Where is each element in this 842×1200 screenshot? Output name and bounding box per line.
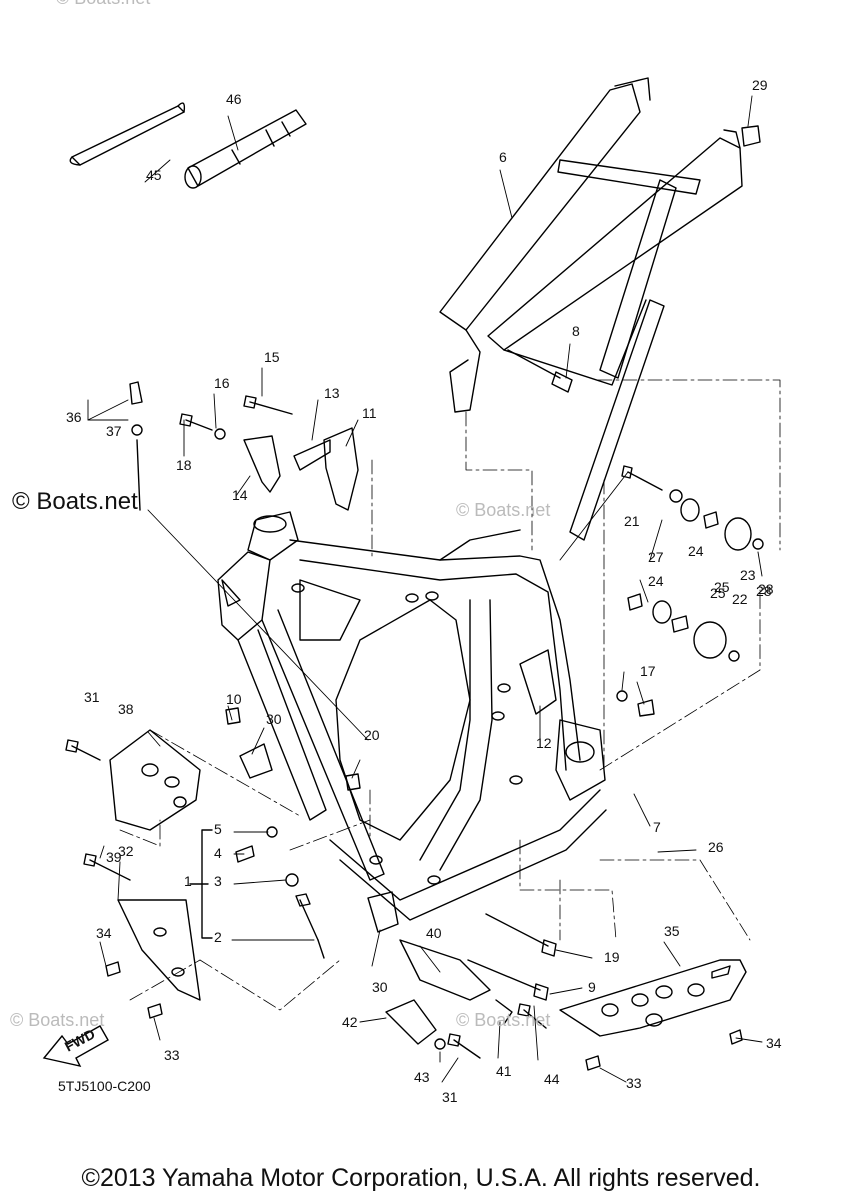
callout-28: 28 — [758, 581, 774, 597]
watermark-lower-left: © Boats.net — [10, 1010, 105, 1030]
pivot-shaft-assembly — [189, 826, 325, 959]
callout-17: 17 — [640, 663, 656, 679]
nuts — [225, 707, 361, 791]
callout-37: 37 — [106, 423, 122, 439]
callout-45: 45 — [146, 167, 162, 183]
callout-43: 43 — [414, 1069, 430, 1085]
callout-46: 46 — [226, 91, 242, 107]
boats-net-watermark: © Boats.net — [12, 488, 138, 515]
callout-6: 6 — [499, 149, 507, 165]
callout-39: 39 — [106, 849, 122, 865]
callout-30: 30 — [266, 711, 282, 727]
callout-7: 7 — [653, 819, 661, 835]
forward-arrow-icon: FWD — [42, 1025, 109, 1068]
callout-2: 2 — [214, 929, 222, 945]
callout-1: 1 — [184, 873, 192, 889]
watermark-top: © Boats.net — [56, 0, 150, 9]
callout-22: 22 — [732, 591, 748, 607]
callout-10: 10 — [226, 691, 242, 707]
callout-3: 3 — [214, 873, 222, 889]
skid-plate — [559, 959, 747, 1071]
callout-35: 35 — [664, 923, 680, 939]
callout-14: 14 — [232, 487, 248, 503]
callout-20: 20 — [364, 727, 380, 743]
rear-subframe — [439, 77, 743, 541]
bracket-30 — [239, 743, 399, 933]
callout-25: 25 — [710, 585, 726, 601]
main-frame — [217, 427, 607, 921]
callout-33: 33 — [626, 1075, 642, 1091]
callout-18: 18 — [176, 457, 192, 473]
copyright-notice: ©2013 Yamaha Motor Corporation, U.S.A. A… — [81, 1164, 761, 1192]
callout-12: 12 — [536, 735, 552, 751]
lower-guard-parts — [385, 939, 547, 1059]
frame-cap — [741, 125, 761, 147]
callout-31: 31 — [84, 689, 100, 705]
callout-21: 21 — [624, 513, 640, 529]
callout-5: 5 — [214, 821, 222, 837]
socket-wrench-tool — [184, 109, 307, 189]
callout-34: 34 — [96, 925, 112, 941]
callout-40: 40 — [426, 925, 442, 941]
wrench-tool — [69, 102, 186, 166]
callout-41: 41 — [496, 1063, 512, 1079]
callout-4: 4 — [214, 845, 222, 861]
callout-25: 25 — [714, 579, 730, 595]
callout-38: 38 — [118, 701, 134, 717]
watermark-lower-middle: © Boats.net — [456, 1010, 551, 1030]
callout-29: 29 — [752, 77, 768, 93]
callout-labels: 1234567891011121314151617181920212223242… — [66, 77, 782, 1105]
watermark-center: © Boats.net — [456, 500, 551, 520]
callout-27: 27 — [648, 549, 664, 565]
callout-19: 19 — [604, 949, 620, 965]
leader-lines — [87, 95, 763, 1083]
callout-11: 11 — [362, 405, 377, 421]
callout-34: 34 — [766, 1035, 782, 1051]
reference-lines — [119, 379, 781, 1011]
upper-bolts — [179, 395, 293, 440]
engine-mount-hardware — [616, 465, 764, 717]
callout-9: 9 — [588, 979, 596, 995]
callout-24: 24 — [648, 573, 664, 589]
side-plate — [105, 899, 201, 1019]
callout-33: 33 — [164, 1047, 180, 1063]
callout-31: 31 — [442, 1089, 458, 1105]
callout-44: 44 — [544, 1071, 560, 1087]
callout-36: 36 — [66, 409, 82, 425]
callout-30: 30 — [372, 979, 388, 995]
callout-24: 24 — [688, 543, 704, 559]
callout-13: 13 — [324, 385, 340, 401]
diagram-code: 5TJ5100-C200 — [58, 1078, 151, 1094]
callout-42: 42 — [342, 1014, 358, 1030]
long-bolts — [467, 913, 557, 1001]
callout-23: 23 — [740, 567, 756, 583]
callout-8: 8 — [572, 323, 580, 339]
callout-16: 16 — [214, 375, 230, 391]
callout-15: 15 — [264, 349, 280, 365]
callout-28: 28 — [756, 583, 772, 599]
subframe-bolt-upper — [507, 349, 573, 393]
breather-assembly — [129, 381, 143, 511]
callout-26: 26 — [708, 839, 724, 855]
callout-32: 32 — [118, 843, 134, 859]
